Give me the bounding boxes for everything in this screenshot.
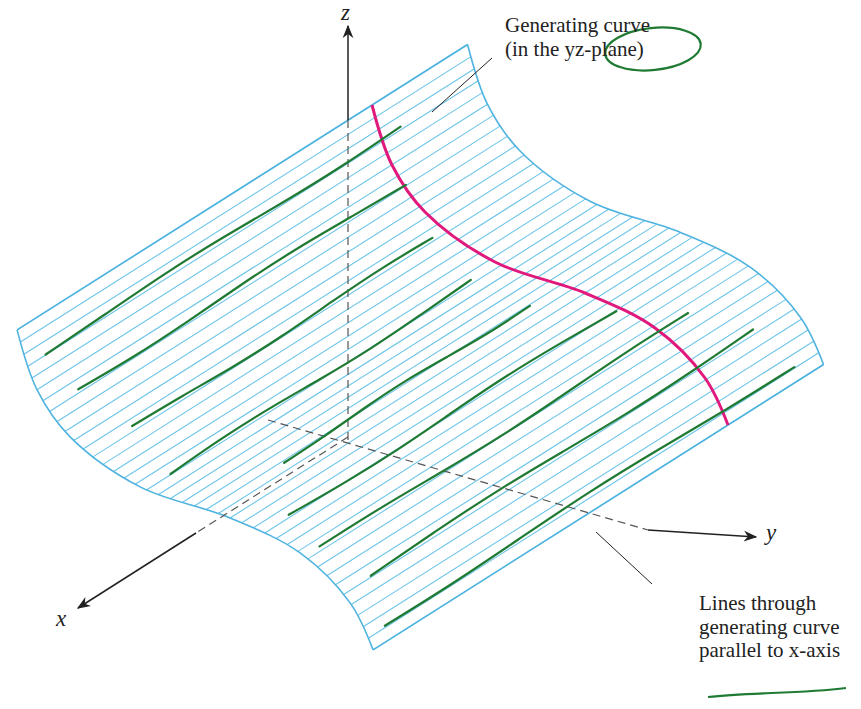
ruling-line <box>253 242 703 527</box>
ruling-line <box>351 319 801 604</box>
ruling-line <box>124 193 574 478</box>
ruling-line <box>276 253 726 538</box>
annotation-stroke <box>171 280 471 474</box>
callout-text: Lines through generating curve parallel … <box>699 592 857 663</box>
ruling-line <box>28 81 478 366</box>
ruling-line <box>93 171 543 456</box>
annotation-stroke <box>385 367 794 626</box>
leader-line <box>596 532 652 584</box>
annotation-stroke <box>46 127 401 355</box>
ruling-lines <box>17 44 823 649</box>
ruling-line <box>114 186 564 471</box>
ruling-line <box>43 115 493 400</box>
annotation-stroke <box>78 185 406 389</box>
ruling-line <box>230 232 680 517</box>
surface <box>17 44 823 649</box>
ruling-line <box>32 93 482 378</box>
ruling-line <box>74 155 524 440</box>
ruling-line <box>170 213 620 498</box>
x-axis <box>78 533 196 608</box>
annotation-stroke <box>289 311 617 515</box>
ruling-line <box>363 341 813 626</box>
axis-label: y <box>766 520 776 546</box>
callout-text: Generating curve (in the yz-plane) <box>505 14 673 61</box>
surface-edge <box>468 44 824 364</box>
generating-curve <box>372 105 728 425</box>
ruling-line <box>37 104 487 389</box>
leader-line <box>432 58 492 112</box>
annotation-stroke <box>320 313 689 546</box>
ruling-line <box>20 57 470 342</box>
annotation-underline <box>708 688 846 697</box>
ruling-line <box>358 330 808 615</box>
ruling-line <box>135 199 585 484</box>
ruling-line <box>65 146 515 431</box>
ruling-line <box>57 136 507 421</box>
ruling-line <box>24 69 474 354</box>
surface-edges <box>17 44 823 649</box>
annotation-stroke <box>132 238 432 426</box>
z-axis-hidden <box>347 120 348 440</box>
axis-label: x <box>56 606 66 632</box>
y-axis <box>648 530 756 537</box>
axis-label: z <box>341 0 350 26</box>
ruling-line <box>242 237 692 522</box>
ruling-line <box>344 309 794 594</box>
annotation-strokes <box>46 127 795 626</box>
axes <box>78 26 756 608</box>
z-axis <box>347 26 349 120</box>
ruling-line <box>182 217 632 502</box>
x-axis-hidden <box>196 437 348 533</box>
surface-edge <box>17 330 373 650</box>
annotation-stroke <box>371 329 753 575</box>
ruling-line <box>265 247 715 532</box>
ruling-line <box>308 273 758 558</box>
ruling-line <box>194 221 644 506</box>
ruling-line <box>158 209 608 494</box>
